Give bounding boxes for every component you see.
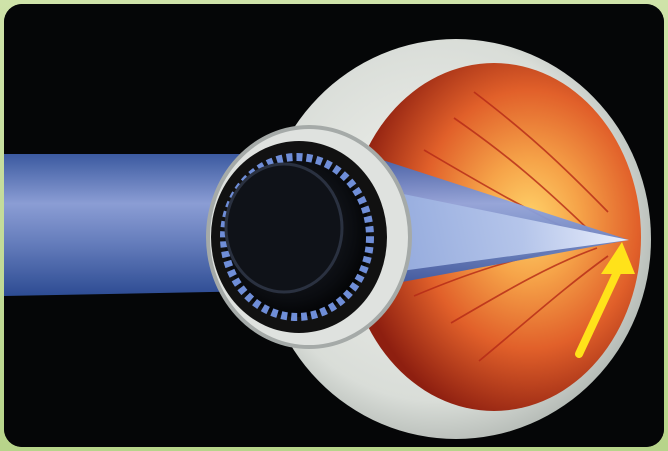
lens bbox=[226, 164, 342, 292]
eye-illustration-panel bbox=[4, 4, 664, 447]
eye-illustration bbox=[4, 4, 664, 447]
